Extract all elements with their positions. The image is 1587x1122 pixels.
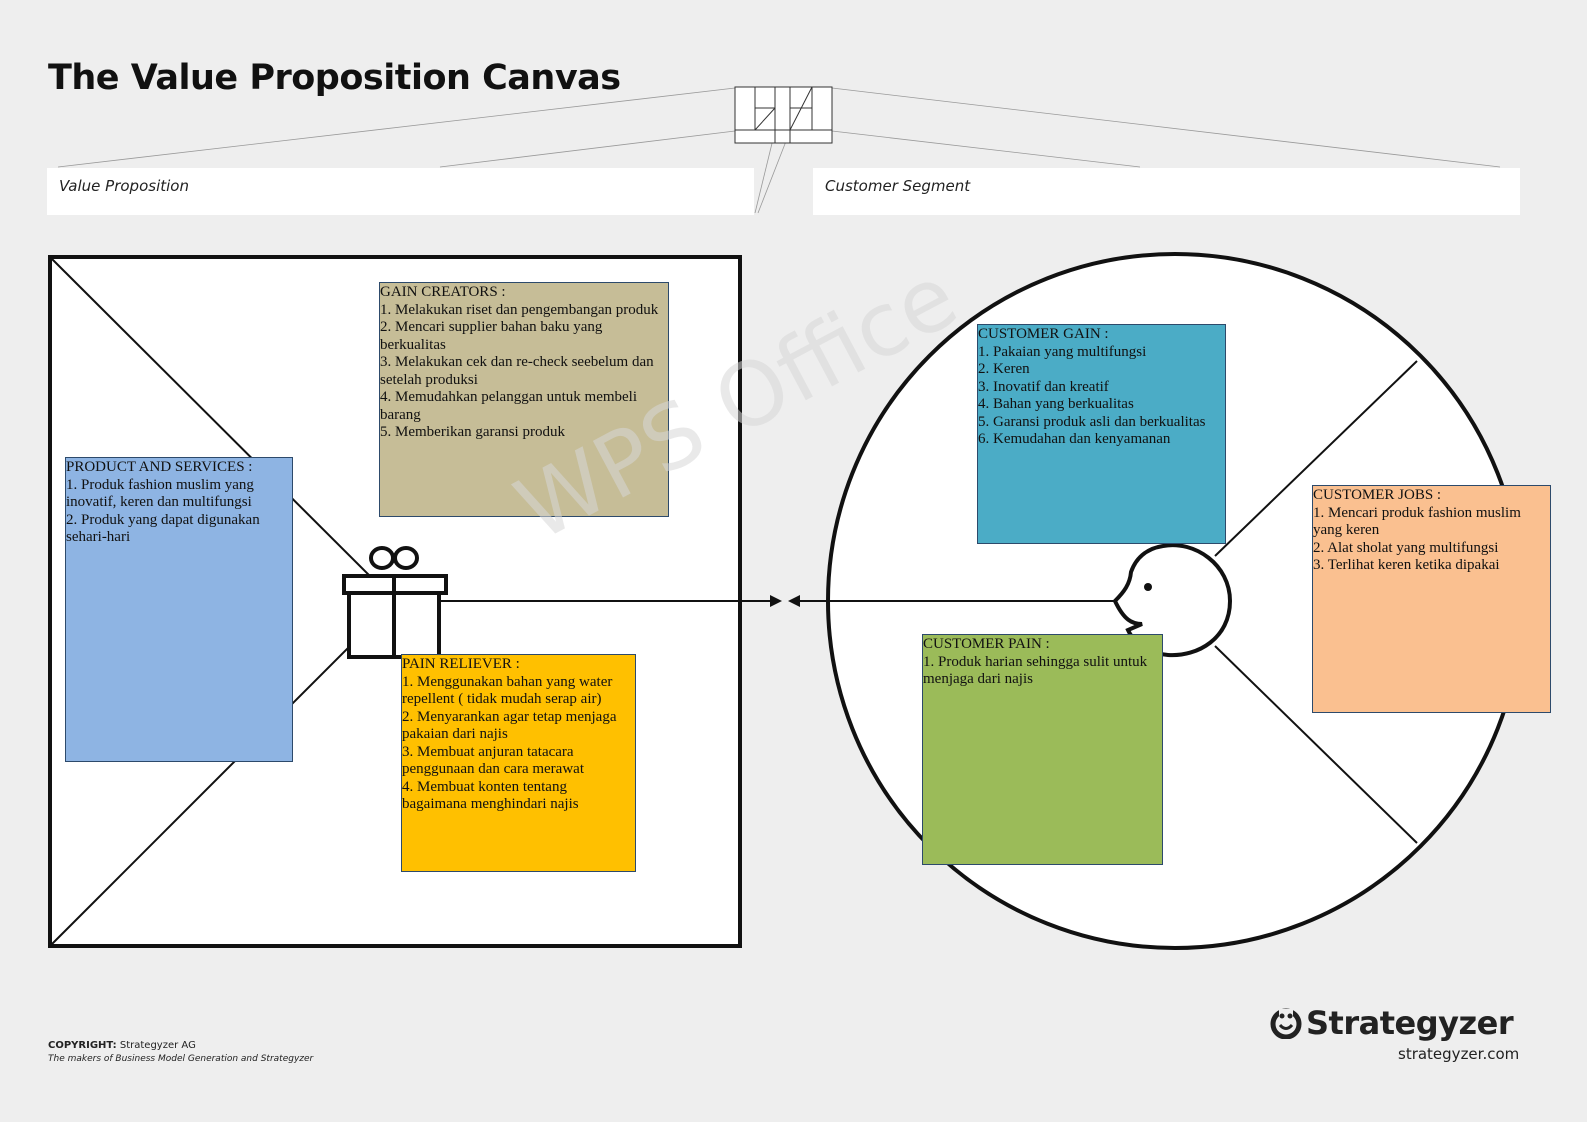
customer-pain-note[interactable]: CUSTOMER PAIN : 1. Produk harian sehingg… bbox=[922, 634, 1163, 865]
tagline: The makers of Business Model Generation … bbox=[48, 1054, 314, 1064]
pain-relievers-note[interactable]: PAIN RELIEVER : 1. Menggunakan bahan yan… bbox=[401, 654, 636, 872]
customer-pain-item: 1. Produk harian sehingga sulit untuk me… bbox=[923, 653, 1148, 688]
copyright-holder: Strategyzer AG bbox=[119, 1040, 196, 1051]
pain-relievers-item: 3. Membuat anjuran tatacara penggunaan d… bbox=[402, 743, 584, 778]
copyright: COPYRIGHT: Strategyzer AG bbox=[48, 1040, 196, 1051]
customer-jobs-heading: CUSTOMER JOBS : bbox=[1313, 487, 1442, 503]
customer-gain-item: 1. Pakaian yang multifungsi bbox=[978, 343, 1147, 360]
pain-relievers-heading: PAIN RELIEVER : bbox=[402, 656, 520, 672]
customer-segment-field[interactable]: Customer Segment bbox=[813, 168, 1520, 215]
gain-creators-heading: GAIN CREATORS : bbox=[380, 284, 506, 300]
page-title: The Value Proposition Canvas bbox=[48, 58, 621, 98]
pain-relievers-item: 1. Menggunakan bahan yang water repellen… bbox=[402, 673, 613, 708]
products-services-item: 1. Produk fashion muslim yang inovatif, … bbox=[66, 476, 254, 511]
strategyzer-logo-icon bbox=[1270, 1008, 1302, 1039]
mini-canvas-icon bbox=[734, 86, 833, 144]
customer-jobs-item: 3. Terlihat keren ketika dipakai bbox=[1313, 557, 1500, 573]
copyright-label: COPYRIGHT: bbox=[48, 1040, 117, 1051]
gain-creators-item: 4. Memudahkan pelanggan untuk membeli ba… bbox=[380, 389, 638, 423]
perspective-lines bbox=[57, 87, 1501, 214]
customer-jobs-item: 2. Alat sholat yang multifungsi bbox=[1313, 539, 1499, 556]
customer-gain-item: 2. Keren bbox=[978, 361, 1030, 377]
products-services-item: 2. Produk yang dapat digunakan sehari-ha… bbox=[66, 511, 260, 546]
value-proposition-field[interactable]: Value Proposition bbox=[47, 168, 754, 215]
customer-gain-item: 4. Bahan yang berkualitas bbox=[978, 396, 1134, 412]
products-services-heading: PRODUCT AND SERVICES : bbox=[66, 459, 253, 475]
pain-relievers-item: 4. Membuat konten tentang bagaimana meng… bbox=[402, 778, 579, 813]
customer-jobs-item: 1. Mencari produk fashion muslim yang ke… bbox=[1313, 504, 1521, 539]
brand-url-link[interactable]: strategyzer.com bbox=[1398, 1045, 1520, 1063]
pain-relievers-item: 2. Menyarankan agar tetap menjaga pakaia… bbox=[402, 708, 617, 743]
gain-creators-item: 1. Melakukan riset dan pengembangan prod… bbox=[380, 301, 659, 318]
customer-jobs-note[interactable]: CUSTOMER JOBS : 1. Mencari produk fashio… bbox=[1312, 485, 1551, 713]
customer-gain-heading: CUSTOMER GAIN : bbox=[978, 326, 1109, 342]
brand-logo[interactable]: Strategyzer bbox=[1270, 1004, 1514, 1042]
customer-gain-note[interactable]: CUSTOMER GAIN : 1. Pakaian yang multifun… bbox=[977, 324, 1226, 544]
customer-gain-item: 3. Inovatif dan kreatif bbox=[978, 378, 1109, 395]
gain-creators-item: 2. Mencari supplier bahan baku yang berk… bbox=[380, 319, 603, 353]
customer-gain-item: 6. Kemudahan dan kenyamanan bbox=[978, 431, 1171, 447]
customer-pain-heading: CUSTOMER PAIN : bbox=[923, 636, 1050, 652]
gift-icon bbox=[342, 546, 448, 659]
gain-creators-item: 3. Melakukan cek dan re-check seebelum d… bbox=[380, 354, 654, 388]
gain-creators-note[interactable]: GAIN CREATORS : 1. Melakukan riset dan p… bbox=[379, 282, 669, 517]
gain-creators-item: 5. Memberikan garansi produk bbox=[380, 424, 565, 440]
products-services-note[interactable]: PRODUCT AND SERVICES : 1. Produk fashion… bbox=[65, 457, 293, 762]
customer-gain-item: 5. Garansi produk asli dan berkualitas bbox=[978, 413, 1206, 430]
brand-name: Strategyzer bbox=[1306, 1004, 1514, 1042]
